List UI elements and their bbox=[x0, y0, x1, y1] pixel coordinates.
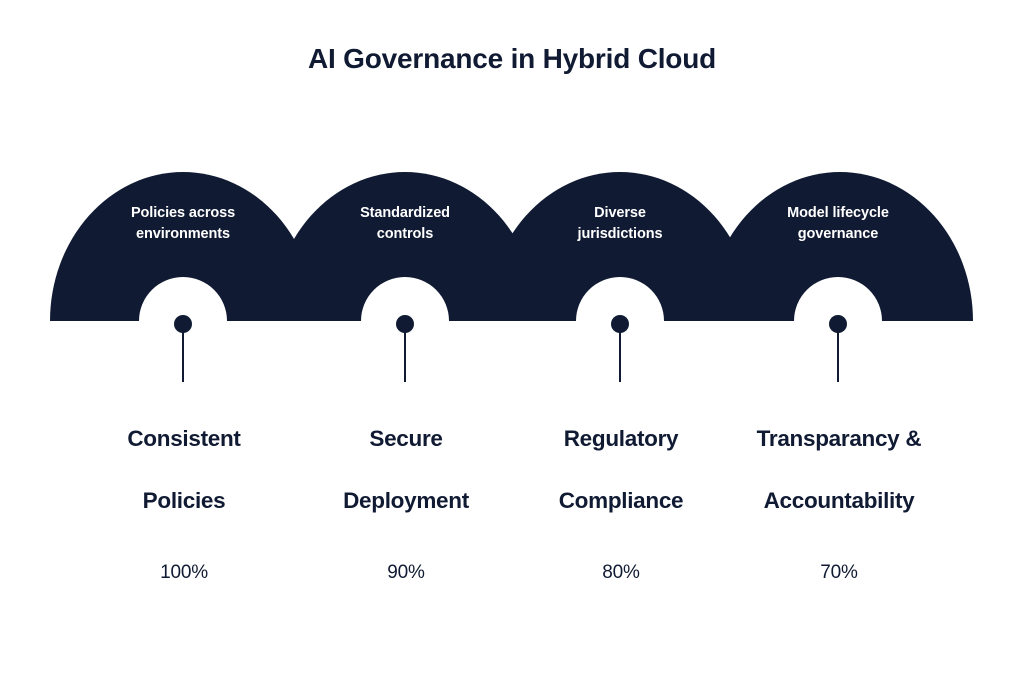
arch-shape-3 bbox=[487, 172, 753, 321]
arch-caption-4-line1: Model lifecycle bbox=[787, 205, 889, 221]
stage-name-4-line2: Accountability bbox=[763, 488, 915, 513]
stage-name-2-line1: Secure bbox=[369, 426, 443, 451]
stage-value-1: 100% bbox=[160, 562, 208, 583]
stage-name-1: Consistent Policies bbox=[64, 392, 304, 547]
arch-caption-2-line2: controls bbox=[376, 226, 434, 242]
stage-name-3-line1: Regulatory bbox=[563, 426, 679, 451]
arch-caption-1-line1: Policies across bbox=[130, 205, 236, 221]
arch-caption-4: Model lifecycle governance bbox=[738, 203, 938, 245]
stage-name-2: Secure Deployment bbox=[286, 392, 526, 547]
stage-label-4: Transparancy & Accountability 70% bbox=[719, 392, 959, 585]
stage-name-4-line1: Transparancy & bbox=[756, 426, 922, 451]
arch-shape-4 bbox=[707, 172, 973, 321]
arch-group bbox=[50, 172, 973, 321]
arch-caption-1: Policies across environments bbox=[83, 203, 283, 245]
arch-shape-2 bbox=[272, 172, 538, 321]
page-title: AI Governance in Hybrid Cloud bbox=[307, 43, 717, 74]
stage-name-1-line2: Policies bbox=[142, 488, 226, 513]
stage-name-4: Transparancy & Accountability bbox=[719, 392, 959, 547]
arch-caption-2-line1: Standardized bbox=[360, 205, 450, 221]
stage-name-3: Regulatory Compliance bbox=[501, 392, 741, 547]
arch-caption-1-line2: environments bbox=[136, 226, 230, 242]
stage-value-3: 80% bbox=[602, 562, 640, 583]
arch-caption-3: Diverse jurisdictions bbox=[520, 203, 720, 245]
arch-caption-3-line2: jurisdictions bbox=[577, 226, 663, 242]
pin-stem-1 bbox=[182, 324, 184, 382]
stage-value-4: 70% bbox=[820, 562, 858, 583]
pin-stem-3 bbox=[619, 324, 621, 382]
stage-name-3-line2: Compliance bbox=[558, 488, 684, 513]
arch-caption-3-line1: Diverse bbox=[594, 205, 646, 221]
stage-name-2-line2: Deployment bbox=[343, 488, 469, 513]
pin-stem-2 bbox=[404, 324, 406, 382]
stage-label-2: Secure Deployment 90% bbox=[286, 392, 526, 585]
arch-caption-4-line2: governance bbox=[797, 226, 879, 242]
stage-name-1-line1: Consistent bbox=[127, 426, 241, 451]
arch-caption-2: Standardized controls bbox=[305, 203, 505, 245]
pin-stem-4 bbox=[837, 324, 839, 382]
stage-value-2: 90% bbox=[387, 562, 425, 583]
stage-label-1: Consistent Policies 100% bbox=[64, 392, 304, 585]
stage-label-3: Regulatory Compliance 80% bbox=[501, 392, 741, 585]
arch-shape-1 bbox=[50, 172, 316, 321]
